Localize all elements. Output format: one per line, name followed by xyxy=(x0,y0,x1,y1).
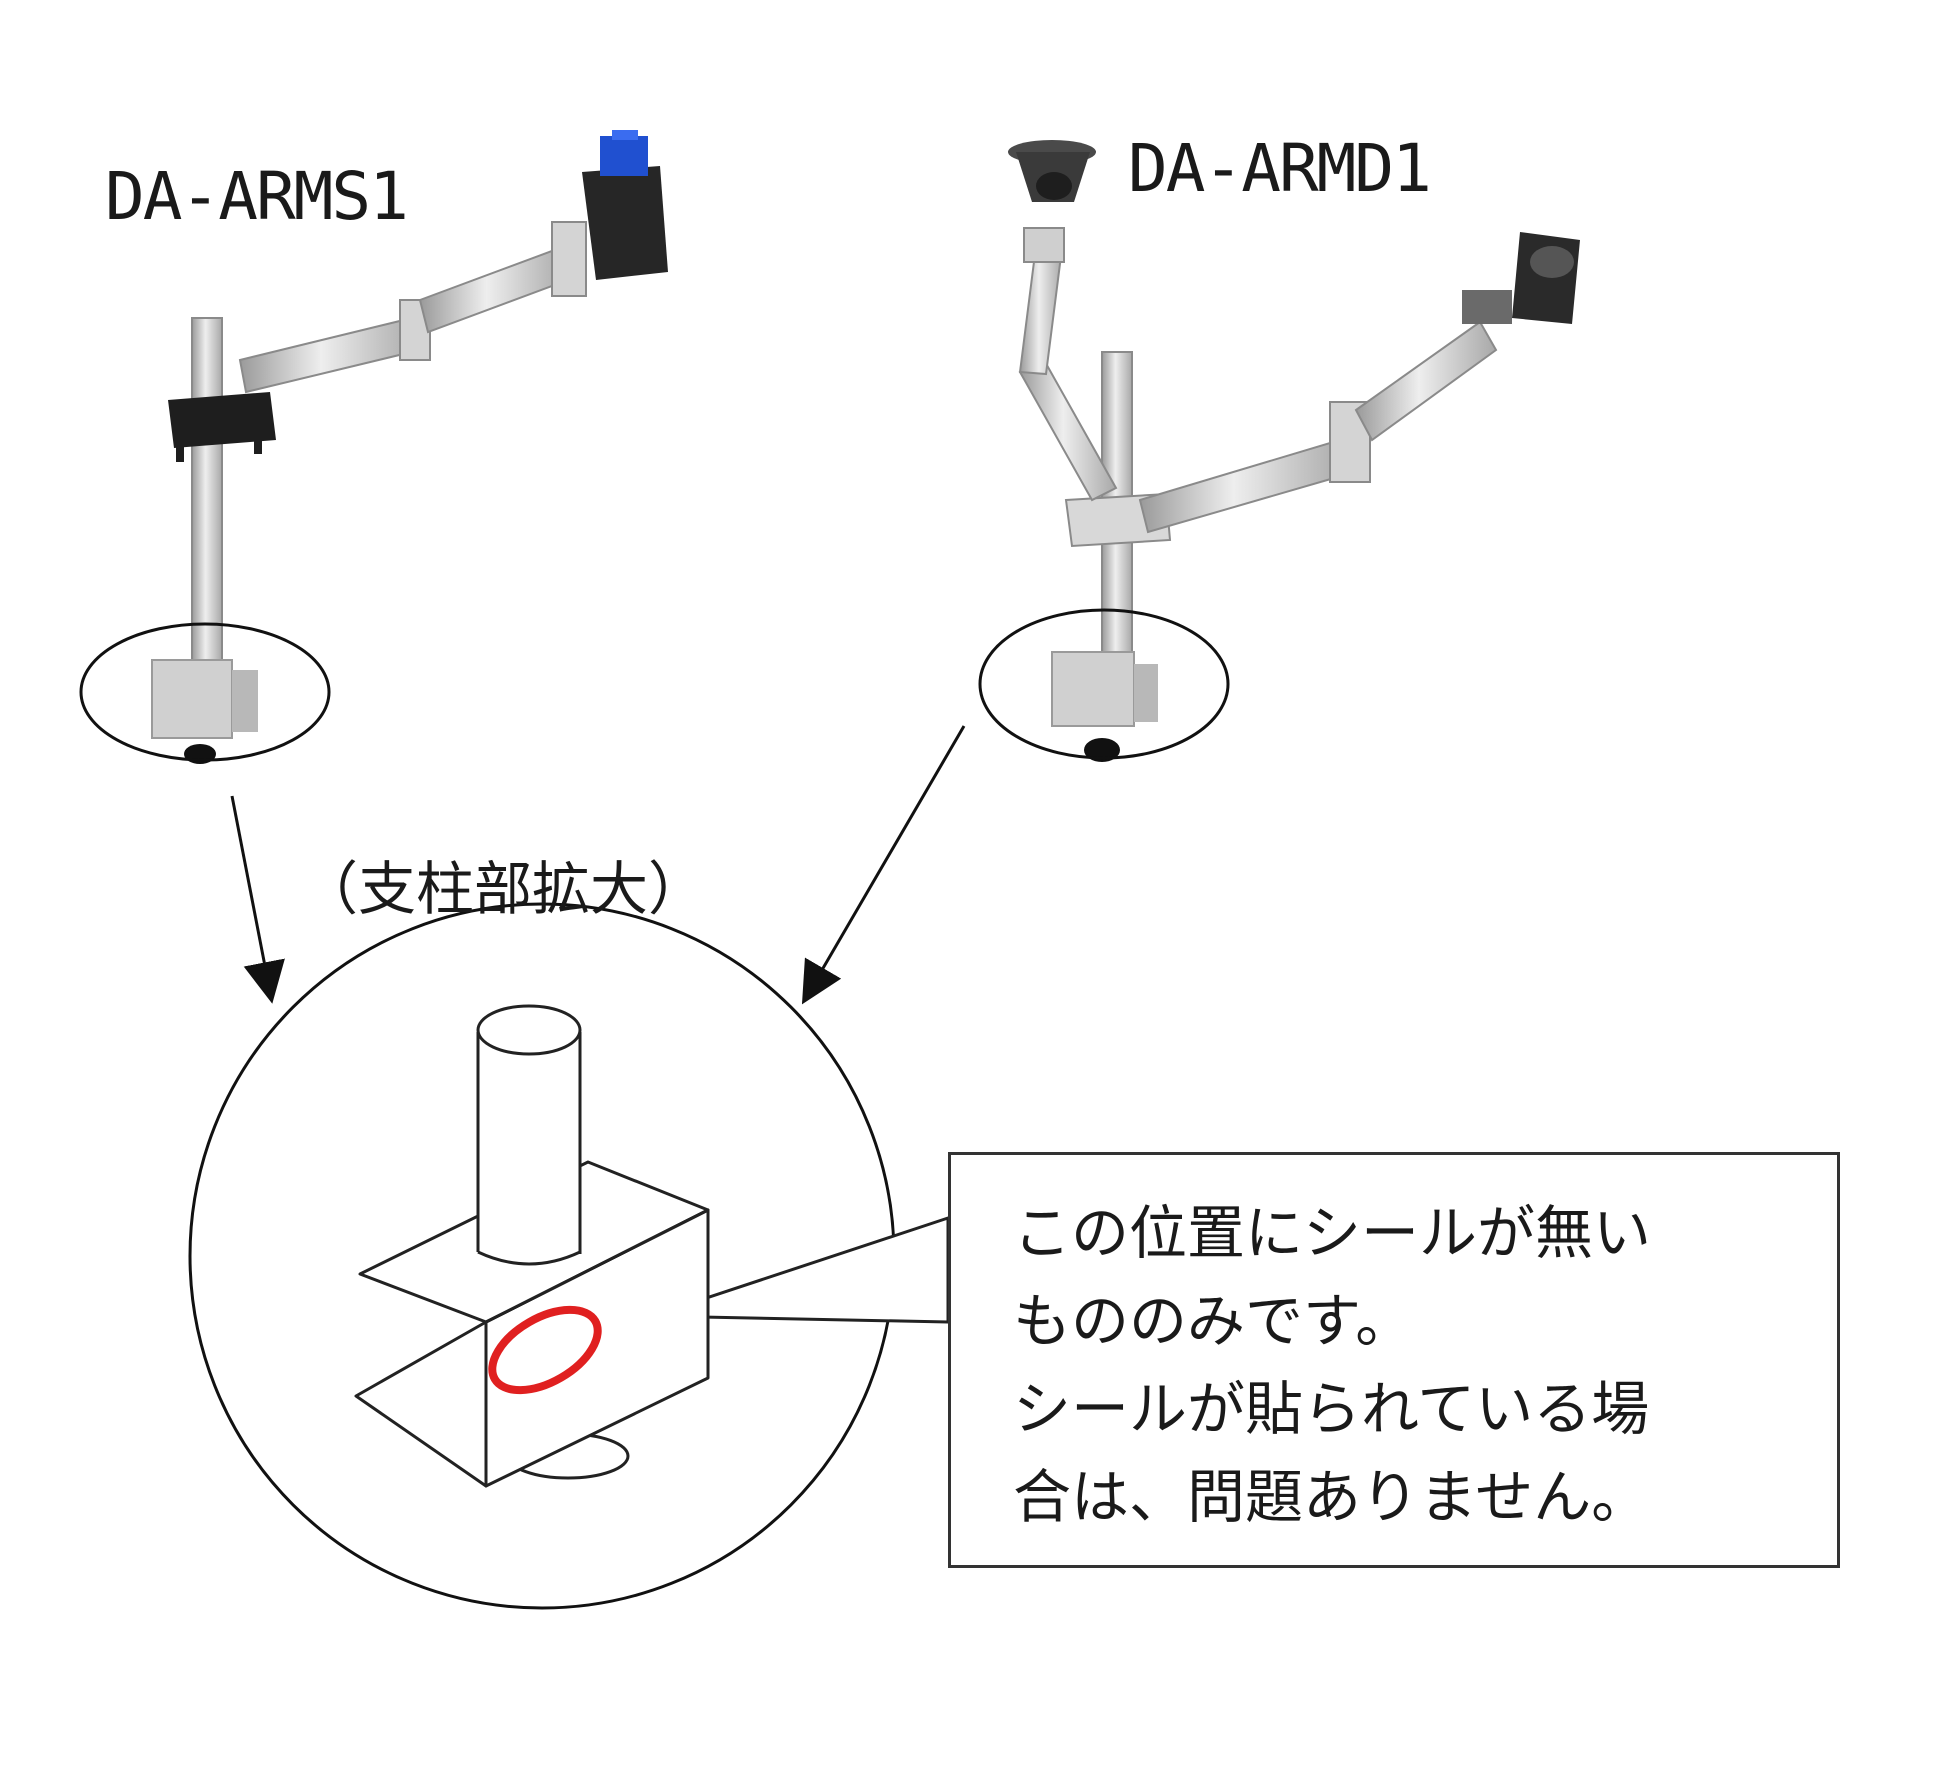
single-arm-product xyxy=(151,130,668,764)
model-label-arms1: DA-ARMS1 xyxy=(105,158,409,235)
zoom-label: （支柱部拡大） xyxy=(300,855,707,923)
callout-line: 合は、問題ありません。 xyxy=(1013,1463,1650,1531)
callout-line: もののみです。 xyxy=(1013,1287,1414,1355)
sticker-position-ring xyxy=(488,1305,602,1395)
callout-line: この位置にシールが無い xyxy=(1013,1199,1652,1267)
callout-box: この位置にシールが無い もののみです。 シールが貼られている場 合は、問題ありま… xyxy=(948,1152,1840,1568)
dual-arm-product xyxy=(1008,140,1580,762)
callout-line: シールが貼られている場 xyxy=(1013,1375,1650,1443)
left-arrow xyxy=(230,795,285,1004)
right-arrow xyxy=(801,725,966,1005)
right-pole-highlight-ellipse xyxy=(978,608,1230,760)
clamp-line-drawing xyxy=(354,1004,710,1488)
model-label-armd1: DA-ARMD1 xyxy=(1128,130,1432,207)
callout-text: この位置にシールが無い もののみです。 シールが貼られている場 合は、問題ありま… xyxy=(1013,1189,1651,1541)
left-pole-highlight-ellipse xyxy=(79,622,331,762)
